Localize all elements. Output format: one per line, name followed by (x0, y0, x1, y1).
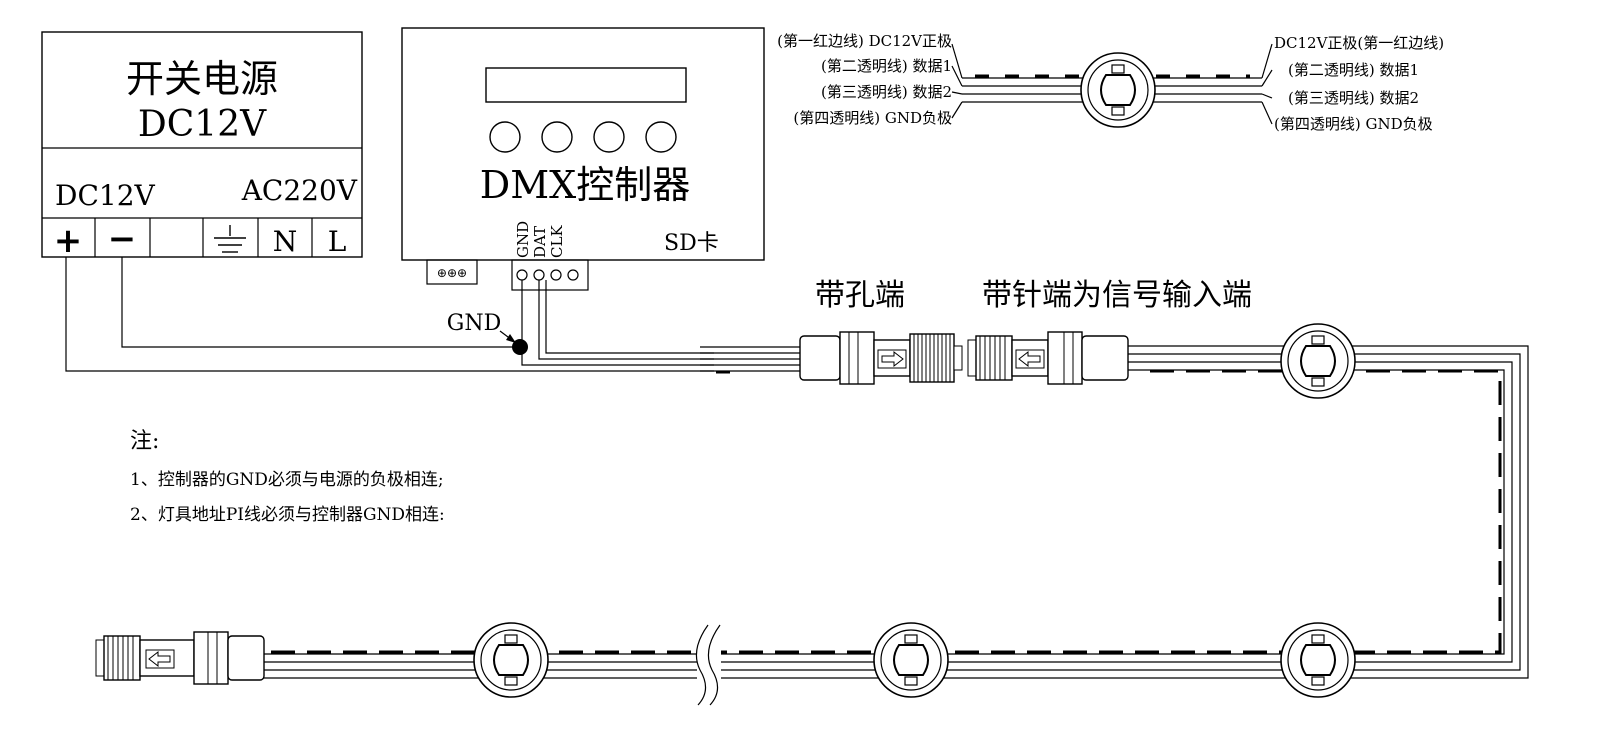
supply-wiring (65, 257, 714, 372)
legend-right-wire-4: (第四透明线) GND负极 (1274, 115, 1433, 133)
control-button-3 (593, 121, 625, 153)
end-connector (95, 631, 265, 685)
control-button-4 (645, 121, 677, 153)
gnd-node-label: GND (447, 311, 501, 336)
cable-legend: (第一红边线) DC12V正极 (第二透明线) 数据1 (第三透明线) 数据2 … (777, 32, 1444, 133)
terminal-positive: + (54, 221, 83, 261)
pin-gnd-label: GND (514, 221, 532, 258)
lamp-2 (1280, 622, 1356, 698)
legend-left-wire-3: (第三透明线) 数据2 (821, 83, 952, 101)
lcd-display (485, 67, 687, 103)
terminal-negative: − (108, 219, 137, 259)
legend-left-wire-4: (第四透明线) GND负极 (793, 109, 952, 127)
male-connector (967, 331, 1129, 385)
dmx-controller: DMX控制器 GND DAT CLK SD卡 ⊕⊕⊕ (401, 27, 765, 291)
legend-left-wire-2: (第二透明线) 数据1 (821, 57, 952, 75)
sd-card-label: SD卡 (664, 231, 719, 256)
female-end-label: 带孔端 (815, 278, 905, 313)
arrow-left-icon (1015, 349, 1045, 369)
legend-right-wire-3: (第三透明线) 数据2 (1288, 89, 1419, 107)
power-supply-voltage: DC12V (138, 104, 267, 145)
control-button-2 (541, 121, 573, 153)
arrow-right-icon (877, 349, 907, 369)
dc-output-label: DC12V (55, 179, 156, 212)
pin-clk-label: CLK (548, 225, 566, 258)
power-supply-title: 开关电源 (126, 57, 278, 101)
legend-lamp (1080, 52, 1156, 128)
ac-input-label: AC220V (241, 174, 358, 207)
aux-terminal-icon: ⊕⊕⊕ (437, 266, 467, 280)
note-item-2: 2、灯具地址PI线必须与控制器GND相连: (130, 505, 445, 525)
lamp-3 (873, 622, 949, 698)
note-item-1: 1、控制器的GND必须与电源的负极相连; (130, 470, 444, 490)
power-supply: 开关电源 DC12V DC12V AC220V + − N L (41, 31, 363, 261)
signal-terminal-block (511, 259, 589, 291)
lamp-4 (473, 622, 549, 698)
pin-dat-label: DAT (531, 226, 549, 258)
legend-right-wire-2: (第二透明线) 数据1 (1288, 61, 1419, 79)
male-input-end-label: 带针端为信号输入端 (982, 278, 1252, 313)
female-connector (799, 331, 963, 385)
legend-right-wire-1: DC12V正极(第一红边线) (1274, 34, 1444, 52)
control-button-1 (489, 121, 521, 153)
notes-title: 注: (130, 429, 159, 454)
aux-terminal-block (426, 259, 478, 285)
cable-break-mark (695, 624, 721, 706)
earth-ground-icon (214, 225, 246, 253)
arrow-left-icon (145, 649, 175, 669)
lamp-1 (1280, 323, 1356, 399)
terminal-neutral: N (273, 225, 298, 258)
notes: 注: 1、控制器的GND必须与电源的负极相连; 2、灯具地址PI线必须与控制器G… (130, 429, 445, 525)
controller-name: DMX控制器 (480, 163, 690, 207)
legend-left-wire-1: (第一红边线) DC12V正极 (777, 32, 952, 50)
terminal-live: L (328, 225, 347, 258)
